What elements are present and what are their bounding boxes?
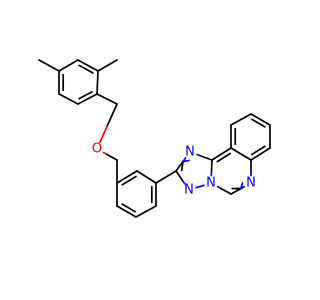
bond-inner-2 bbox=[78, 91, 93, 100]
atom-label-n1: N bbox=[185, 145, 195, 160]
bond-6 bbox=[77, 59, 99, 72]
bond-2 bbox=[77, 93, 98, 105]
bond-b-0 bbox=[99, 125, 108, 143]
bond-27 bbox=[230, 147, 252, 161]
bond-15 bbox=[135, 205, 157, 218]
atom-label-o1: O bbox=[92, 142, 102, 157]
bond-inner-31 bbox=[251, 118, 266, 128]
bond-a-21 bbox=[210, 159, 213, 173]
bond-32 bbox=[230, 113, 252, 126]
bond-inner-b-25 bbox=[240, 182, 244, 190]
bond-3 bbox=[58, 93, 79, 105]
atom-label-n3: N bbox=[184, 183, 194, 198]
bond-inner-16 bbox=[121, 203, 136, 213]
atom-label-n2: N bbox=[206, 176, 216, 191]
bond-7 bbox=[96, 70, 99, 95]
atom-label-n4: N bbox=[246, 176, 256, 191]
bond-inner-12 bbox=[121, 175, 137, 186]
bond-a-0 bbox=[106, 103, 118, 128]
bond-inner-b-19 bbox=[182, 159, 190, 163]
bond-29 bbox=[250, 147, 271, 161]
bond-18 bbox=[155, 170, 177, 184]
bond-b-23 bbox=[175, 170, 184, 182]
bond-22 bbox=[195, 184, 205, 189]
bond-28 bbox=[211, 147, 232, 161]
bond-8 bbox=[97, 59, 118, 72]
bond-a-19 bbox=[175, 160, 184, 172]
bond-inner-28 bbox=[216, 152, 232, 163]
bond-b-20 bbox=[200, 155, 213, 161]
bond-5 bbox=[58, 59, 79, 72]
bond-b-24 bbox=[220, 187, 232, 195]
bond-16 bbox=[116, 205, 137, 218]
bond-a-25 bbox=[230, 187, 242, 195]
bond-31 bbox=[250, 113, 271, 126]
bond-1 bbox=[96, 93, 118, 105]
bond-12 bbox=[116, 170, 138, 184]
bond-b-10 bbox=[106, 153, 118, 161]
bond-13 bbox=[136, 170, 157, 184]
bonds-layer bbox=[38, 59, 271, 218]
bond-inner-29 bbox=[250, 145, 266, 156]
bond-inner-a-19 bbox=[180, 160, 184, 172]
bond-9 bbox=[38, 59, 60, 72]
bond-inner-6 bbox=[78, 64, 94, 74]
